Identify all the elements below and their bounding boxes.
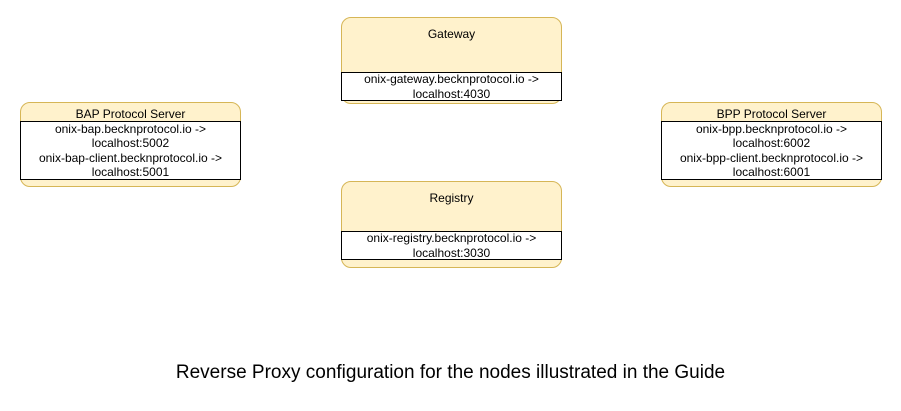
node-registry: Registry onix-registry.becknprotocol.io … bbox=[341, 181, 562, 268]
mapping-line: localhost:5001 bbox=[91, 165, 170, 179]
node-gateway-title: Gateway bbox=[427, 27, 476, 41]
mapping-line: onix-bap.becknprotocol.io -> bbox=[54, 121, 207, 136]
diagram-caption: Reverse Proxy configuration for the node… bbox=[175, 362, 726, 383]
node-bap-title: BAP Protocol Server bbox=[75, 107, 186, 121]
mapping-line: localhost:4030 bbox=[412, 86, 491, 101]
node-bpp-protocol-server: BPP Protocol Server onix-bpp.becknprotoc… bbox=[661, 102, 882, 187]
mapping-line: onix-bpp.becknprotocol.io -> bbox=[695, 121, 848, 136]
node-registry-mapping-box: onix-registry.becknprotocol.io -> localh… bbox=[341, 231, 562, 260]
node-bap-protocol-server: BAP Protocol Server onix-bap.becknprotoc… bbox=[20, 102, 241, 187]
node-registry-title: Registry bbox=[429, 191, 474, 205]
mapping-line: onix-bpp-client.becknprotocol.io -> bbox=[679, 150, 864, 165]
mapping-line: onix-registry.becknprotocol.io -> bbox=[366, 231, 537, 245]
node-bpp-mapping-box: onix-bpp.becknprotocol.io -> localhost:6… bbox=[661, 121, 882, 180]
mapping-line: onix-bap-client.becknprotocol.io -> bbox=[38, 150, 223, 165]
node-gateway: Gateway onix-gateway.becknprotocol.io ->… bbox=[341, 17, 562, 104]
node-gateway-mapping-box: onix-gateway.becknprotocol.io -> localho… bbox=[341, 72, 562, 101]
node-bpp-title: BPP Protocol Server bbox=[716, 107, 827, 121]
mapping-line: localhost:6001 bbox=[732, 165, 811, 179]
mapping-line: onix-gateway.becknprotocol.io -> bbox=[364, 72, 539, 86]
mapping-line: localhost:3030 bbox=[412, 245, 491, 260]
mapping-line: localhost:5002 bbox=[91, 136, 170, 150]
node-bap-mapping-box: onix-bap.becknprotocol.io -> localhost:5… bbox=[20, 121, 241, 180]
mapping-line: localhost:6002 bbox=[732, 136, 811, 150]
